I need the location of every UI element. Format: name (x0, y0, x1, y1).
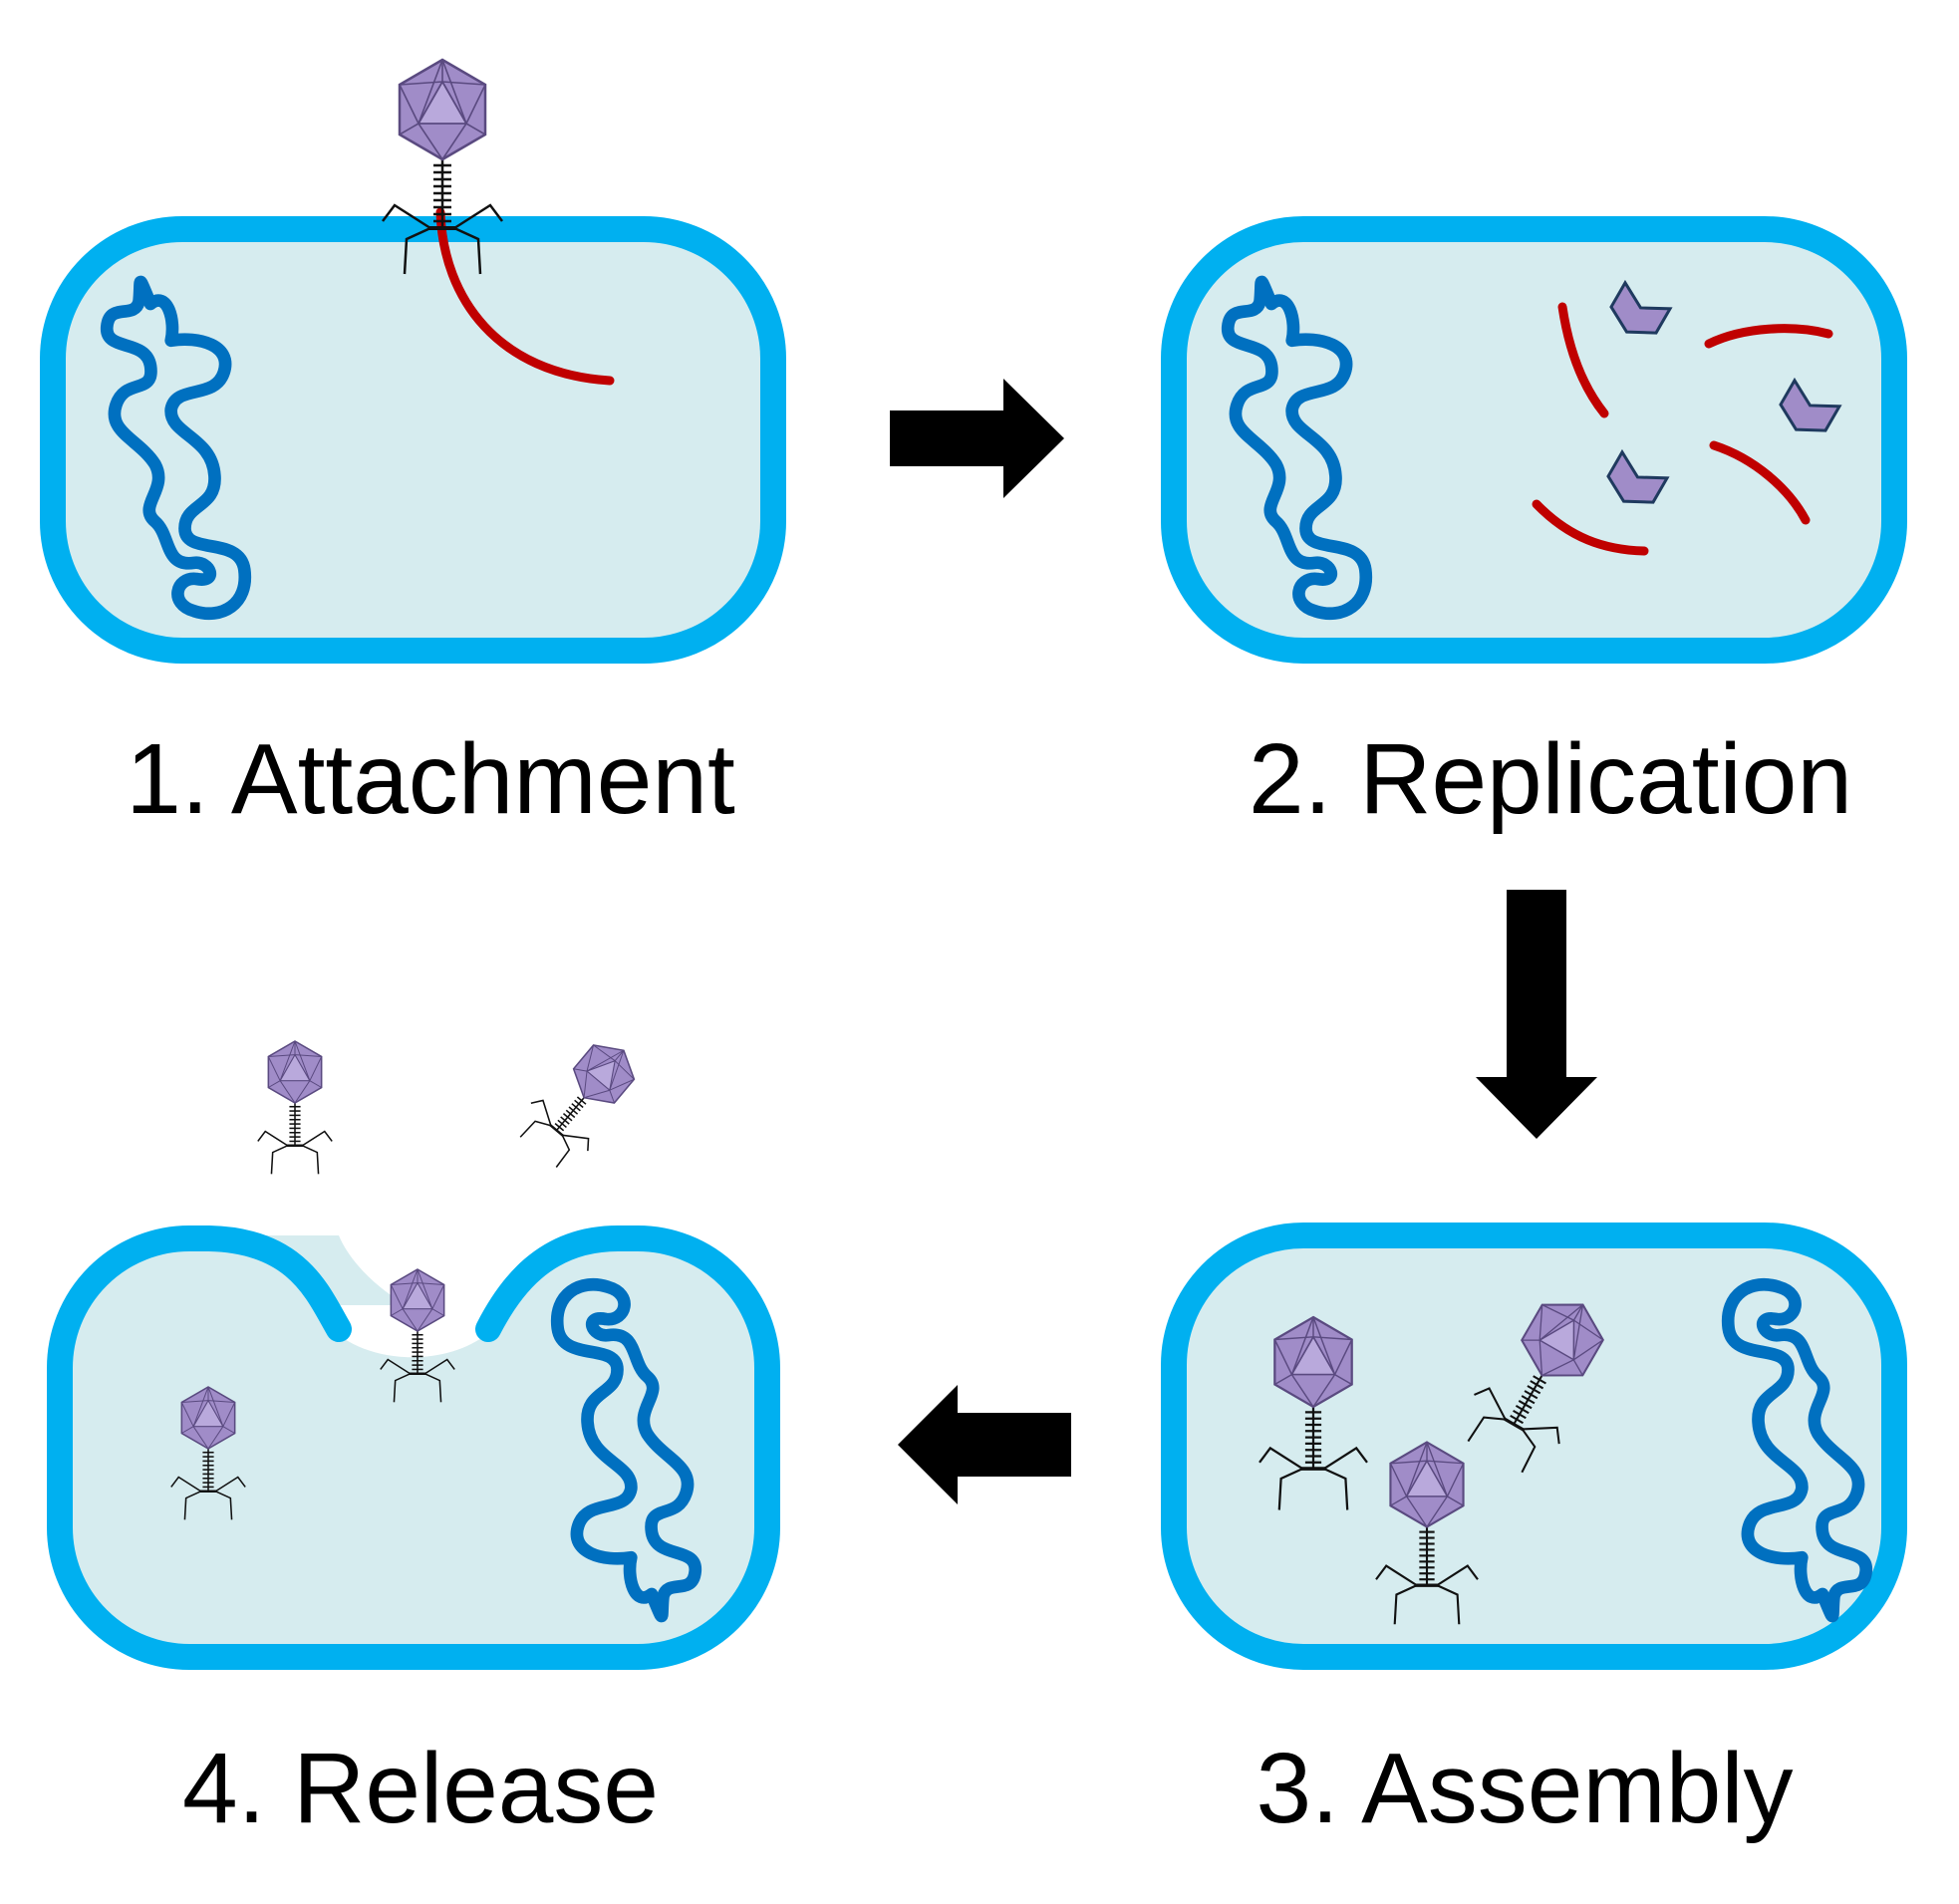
injected-phage-dna (435, 207, 615, 386)
cell-attachment (40, 60, 786, 664)
lysis-opening (329, 1305, 498, 1358)
cell-replication (1161, 216, 1907, 664)
free-phage-icon (258, 1041, 332, 1174)
ruptured-cell-wall (47, 1225, 780, 1670)
cell-wall (40, 216, 786, 664)
arrow-left-icon (898, 1385, 1071, 1504)
cell-wall (1161, 216, 1907, 664)
stage-label-release: 4. Release (181, 1733, 660, 1844)
new-capsids (1606, 279, 1842, 504)
stage-label-attachment: 1. Attachment (126, 723, 735, 835)
arrow-right-icon (890, 379, 1064, 498)
cell-assembly (1161, 1223, 1907, 1670)
cell-release (47, 1225, 780, 1670)
stage-label-assembly: 3. Assembly (1256, 1733, 1794, 1844)
replicated-phage-dna (1532, 302, 1833, 556)
arrow-down-icon (1476, 890, 1597, 1139)
stage-label-replication: 2. Replication (1249, 723, 1852, 835)
free-phage-icon (510, 1026, 653, 1176)
